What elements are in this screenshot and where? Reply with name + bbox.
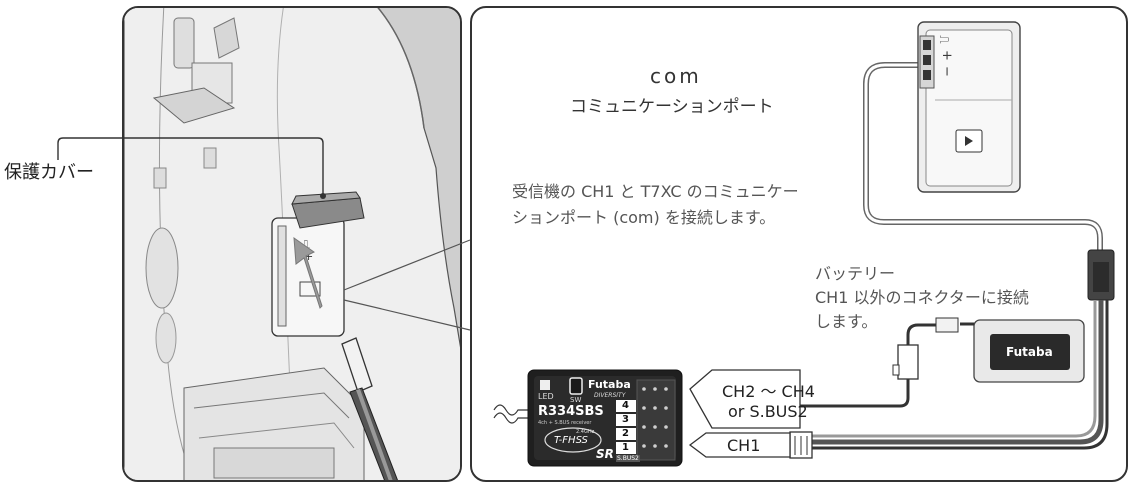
tag-ch1: CH1 (727, 436, 761, 455)
battery-note-line1: バッテリー (815, 264, 896, 283)
receiver-port-4: 4 (622, 400, 629, 411)
connect-note-line1: 受信機の CH1 と T7XC のコミュニケー (512, 182, 799, 201)
com-subtitle: コミュニケーションポート (570, 97, 774, 117)
receiver-sub-model: 4ch + S.BUS receiver (538, 420, 592, 426)
receiver-sw-label: SW (570, 396, 582, 404)
battery-note-line2: CH1 以外のコネクターに接続 (815, 288, 1029, 307)
receiver-sbus2-label: S.BUS2 (616, 455, 640, 462)
receiver-fhss-label: T-FHSS (554, 435, 588, 446)
battery-note-line3: します。 (815, 312, 878, 331)
tag-ch2-ch4-line1: CH2 ～ CH4 (722, 382, 815, 401)
receiver-diversity: DIVERSITY (594, 392, 626, 399)
receiver-led-label: LED (538, 392, 554, 401)
svg-text:⎍: ⎍ (302, 238, 310, 251)
receiver-brand: Futaba (588, 378, 631, 391)
receiver-model: R334SBS (538, 404, 604, 419)
transmitter-illustration: ⎍ + (124, 8, 460, 480)
connect-note-line2: ションポート (com) を接続します。 (512, 208, 776, 227)
receiver-sr-label: SR (596, 447, 614, 461)
com-title: com (650, 64, 702, 88)
transmitter-closeup-panel: ⎍ + (122, 6, 462, 482)
protective-cover-label: 保護カバー (4, 162, 94, 183)
battery-brand-label: Futaba (1006, 345, 1053, 359)
receiver-fhss-frequency: 2.4GHz (576, 429, 595, 435)
receiver-port-1: 1 (622, 442, 629, 453)
svg-text:+: + (304, 250, 313, 263)
receiver-port-2: 2 (622, 428, 629, 439)
tag-ch2-ch4-line2: or S.BUS2 (728, 402, 808, 421)
receiver-port-3: 3 (622, 414, 629, 425)
